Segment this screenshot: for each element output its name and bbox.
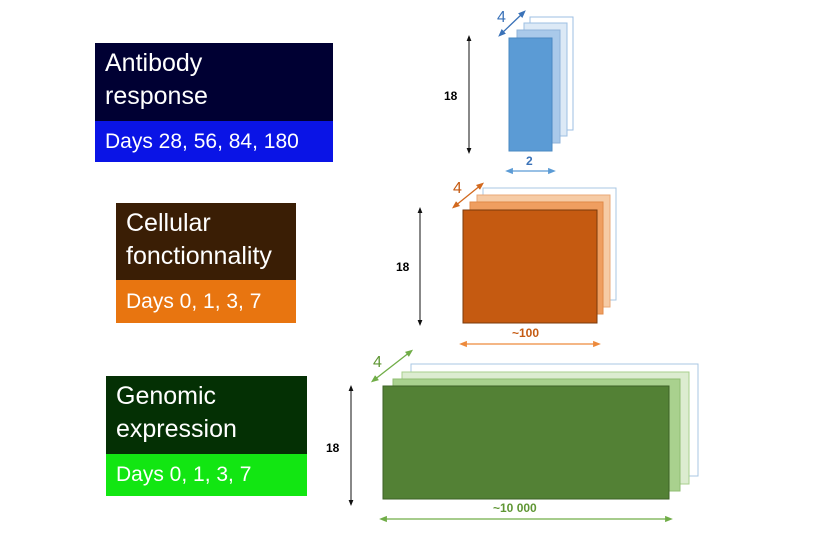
cellular-width-label: ~100 <box>512 326 539 340</box>
antibody-title-box: Antibody response <box>95 43 333 121</box>
genomic-depth-label: 4 <box>373 354 382 371</box>
cellular-title-box: Cellular fonctionnality <box>116 203 296 280</box>
antibody-days-box: Days 28, 56, 84, 180 <box>95 121 333 162</box>
genomic-tensor <box>382 363 699 500</box>
cellular-days-box: Days 0, 1, 3, 7 <box>116 280 296 323</box>
genomic-expression-label: Genomic expression Days 0, 1, 3, 7 <box>106 376 307 496</box>
genomic-title-box: Genomic expression <box>106 376 307 454</box>
antibody-title-line2: response <box>105 82 208 110</box>
cellular-height-label: 18 <box>396 260 410 274</box>
antibody-slice-1 <box>508 37 553 152</box>
antibody-depth-arrow <box>498 10 526 37</box>
antibody-depth-label: 4 <box>497 9 506 26</box>
genomic-height-label: 18 <box>326 441 340 455</box>
genomic-title-line1: Genomic <box>116 382 217 410</box>
genomic-depth-arrow <box>370 349 414 383</box>
antibody-tensor <box>508 16 574 152</box>
cellular-depth-arrow <box>451 182 485 209</box>
antibody-height-label: 18 <box>444 89 458 103</box>
genomic-title-line2: expression <box>116 415 237 443</box>
cellular-fonctionnality-label: Cellular fonctionnality Days 0, 1, 3, 7 <box>116 203 296 323</box>
cellular-depth-label: 4 <box>453 180 462 197</box>
genomic-width-label: ~10 000 <box>493 501 537 515</box>
genomic-days-box: Days 0, 1, 3, 7 <box>106 454 307 496</box>
antibody-response-label: Antibody response Days 28, 56, 84, 180 <box>95 43 333 162</box>
antibody-title-line1: Antibody <box>105 49 203 77</box>
cellular-title-line2: fonctionnality <box>126 242 272 270</box>
cellular-title-line1: Cellular <box>126 209 211 237</box>
antibody-width-label: 2 <box>526 154 533 168</box>
cellular-slice-1 <box>462 209 598 324</box>
genomic-slice-1 <box>382 385 670 500</box>
cellular-tensor <box>462 187 617 324</box>
